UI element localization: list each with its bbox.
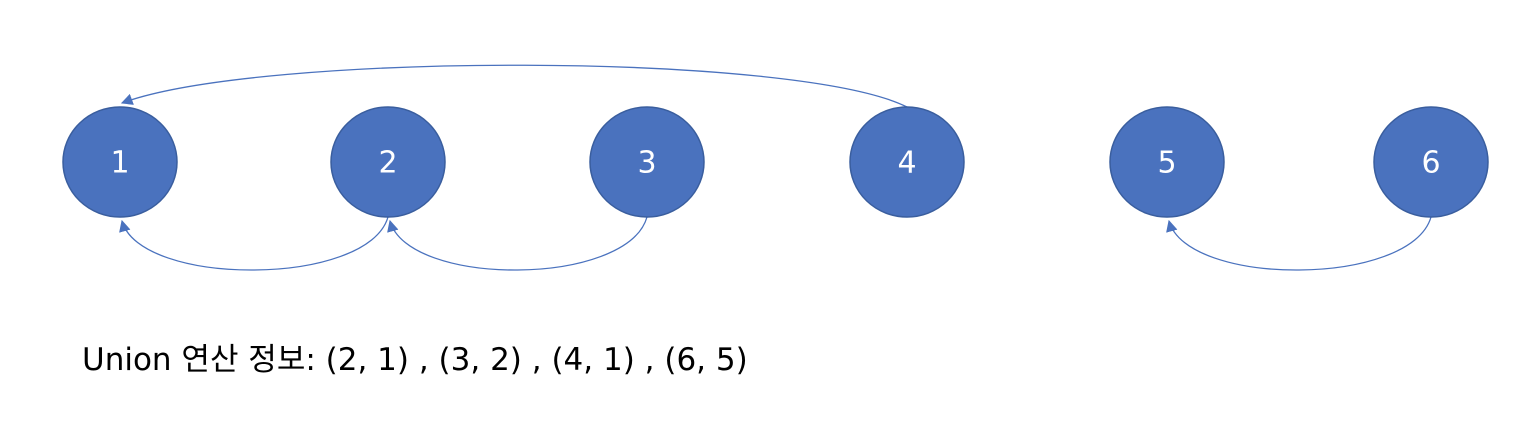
- node-circle: [330, 106, 446, 218]
- node-label: 1: [110, 146, 129, 181]
- node-label: 5: [1157, 146, 1176, 181]
- node-circle: [1109, 106, 1225, 218]
- node-label: 2: [378, 146, 397, 181]
- node-3: 3: [589, 106, 705, 218]
- node-2: 2: [330, 106, 446, 218]
- node-circle: [849, 106, 965, 218]
- edge-6-to-5: [1166, 216, 1432, 271]
- union-operations-caption: Union 연산 정보: (2, 1) , (3, 2) , (4, 1) , …: [82, 342, 748, 378]
- node-4: 4: [849, 106, 965, 218]
- node-circle: [1373, 106, 1489, 218]
- node-label: 3: [637, 146, 656, 181]
- node-circle: [589, 106, 705, 218]
- node-label: 6: [1421, 146, 1440, 181]
- node-6: 6: [1373, 106, 1489, 218]
- node-circle: [62, 106, 178, 218]
- node-5: 5: [1109, 106, 1225, 218]
- edge-4-to-1: [120, 64, 908, 108]
- edge-2-to-1: [119, 216, 389, 271]
- node-1: 1: [62, 106, 178, 218]
- edge-3-to-2: [387, 216, 648, 271]
- node-label: 4: [897, 146, 916, 181]
